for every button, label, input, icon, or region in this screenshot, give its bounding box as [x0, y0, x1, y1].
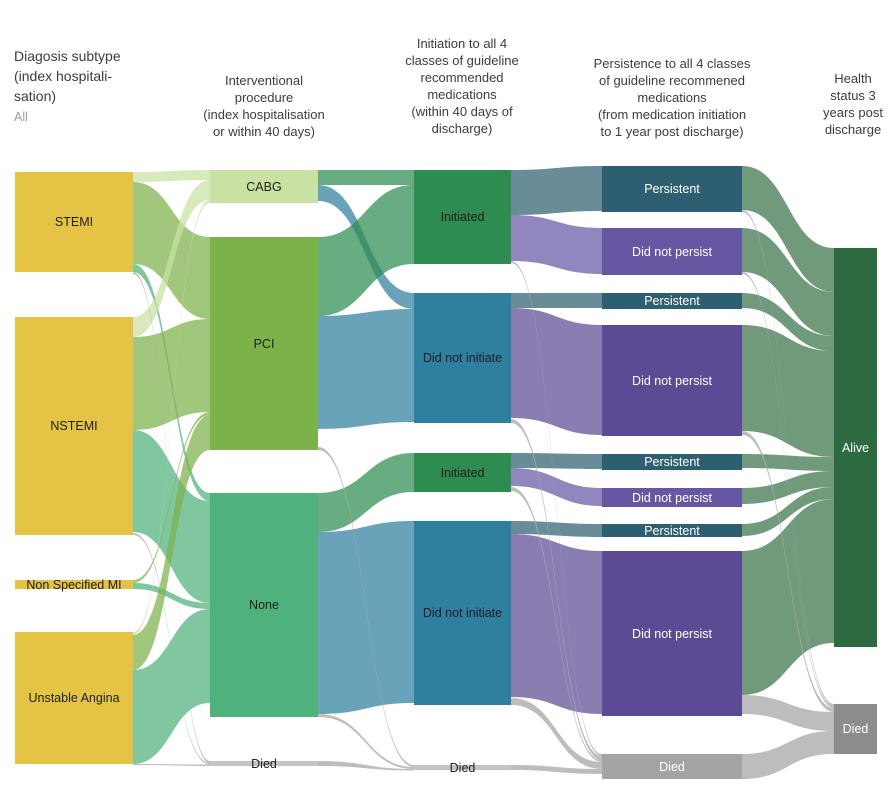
- node-label: Unstable Angina: [28, 691, 120, 705]
- node-c3-did-not-persist[interactable]: Did not persist: [602, 325, 742, 436]
- column-header-initiation: Initiation to all 4 classes of guideline…: [405, 36, 519, 136]
- node-label: Non Specified MI: [26, 577, 122, 592]
- flow-didnotinitiate1-didnotpersist[interactable]: [511, 308, 602, 435]
- flow-initiated1-persistent[interactable]: [511, 166, 602, 215]
- node-label: Did not persist: [632, 626, 712, 641]
- node-c4-died[interactable]: Died: [834, 704, 877, 754]
- node-c2-initiated[interactable]: Initiated: [414, 453, 511, 492]
- flow-unstable-died[interactable]: [133, 764, 210, 766]
- node-c0-non-specified-mi[interactable]: Non Specified MI: [15, 577, 133, 592]
- node-label: Initiated: [440, 465, 485, 480]
- node-c1-cabg[interactable]: CABG: [210, 170, 318, 203]
- flow-didnotinitiate2-persistent[interactable]: [511, 521, 602, 537]
- node-c0-stemi[interactable]: STEMI: [15, 172, 133, 272]
- node-c2-initiated[interactable]: Initiated: [414, 170, 511, 264]
- node-c3-persistent[interactable]: Persistent: [602, 293, 742, 309]
- flow-pci-died[interactable]: [318, 447, 414, 767]
- flow-didnotpersist3-alive[interactable]: [742, 471, 834, 504]
- flow-nstemi-died[interactable]: [133, 533, 210, 765]
- node-c3-persistent[interactable]: Persistent: [602, 523, 742, 538]
- node-c2-did-not-initiate[interactable]: Did not initiate: [414, 293, 511, 423]
- flow-died4-died5[interactable]: [742, 731, 834, 779]
- node-label: Persistent: [644, 182, 700, 196]
- node-label: Died: [659, 759, 685, 774]
- column-header-health-status: Health status 3 years post discharge: [823, 71, 883, 137]
- flow-persistent1-alive[interactable]: [742, 166, 834, 292]
- flow-unstable-none[interactable]: [133, 609, 210, 764]
- node-c3-did-not-persist[interactable]: Did not persist: [602, 551, 742, 716]
- node-c0-nstemi[interactable]: NSTEMI: [15, 317, 133, 535]
- flow-didnotpersist1-died[interactable]: [742, 272, 834, 708]
- node-label: STEMI: [54, 215, 94, 229]
- node-label: Persistent: [644, 294, 700, 308]
- flow-didnotinitiate1-died[interactable]: [511, 419, 602, 760]
- node-label: PCI: [253, 336, 275, 351]
- flow-nstemi-cabg[interactable]: [133, 180, 210, 337]
- flow-initiated2-persistent[interactable]: [511, 453, 602, 469]
- flow-unstable-pci[interactable]: [133, 415, 210, 670]
- node-c2-died[interactable]: Died: [414, 761, 511, 775]
- node-label: Did not initiate: [422, 606, 503, 620]
- node-c1-pci[interactable]: PCI: [210, 237, 318, 450]
- node-c3-did-not-persist[interactable]: Did not persist: [602, 488, 742, 507]
- flow-stemi-cabg[interactable]: [133, 170, 210, 182]
- node-label: Initiated: [440, 210, 485, 224]
- node-label: Did not persist: [632, 490, 712, 505]
- flow-persistent1-died[interactable]: [742, 210, 834, 706]
- flow-persistent3-alive[interactable]: [742, 454, 834, 471]
- node-label: Persistent: [644, 455, 700, 469]
- flow-didnotpersist2-died[interactable]: [742, 431, 834, 712]
- node-c3-persistent[interactable]: Persistent: [602, 454, 742, 470]
- flow-died-died[interactable]: [318, 761, 414, 771]
- flow-didnotpersist2-alive[interactable]: [742, 325, 834, 457]
- node-c4-alive[interactable]: Alive: [834, 248, 877, 647]
- flow-pci-initiated[interactable]: [318, 185, 414, 316]
- flow-initiated1-didnotpersist[interactable]: [511, 215, 602, 274]
- column-header-diagnosis-subtype: Diagosis subtype (index hospitali- satio…: [14, 48, 121, 104]
- flow-initiated2-didnotpersist[interactable]: [511, 468, 602, 506]
- node-c2-did-not-initiate[interactable]: Did not initiate: [414, 521, 511, 705]
- node-c3-persistent[interactable]: Persistent: [602, 166, 742, 212]
- flow-none-died[interactable]: [318, 714, 414, 769]
- node-c3-did-not-persist[interactable]: Did not persist: [602, 228, 742, 275]
- flow-nonspecified-pci[interactable]: [133, 412, 210, 583]
- filter-all-label[interactable]: All: [14, 110, 28, 124]
- flow-pci-didnotinitiate[interactable]: [318, 309, 414, 429]
- column-header-interventional-procedure: Interventional procedure (index hospital…: [203, 73, 325, 139]
- column-header-persistence: Persistence to all 4 classes of guidelin…: [593, 56, 751, 139]
- flow-cabg-initiated[interactable]: [318, 170, 414, 185]
- node-label: Persistent: [644, 523, 700, 538]
- flow-didnotinitiate1-persistent[interactable]: [511, 293, 602, 308]
- node-c0-unstable-angina[interactable]: Unstable Angina: [15, 632, 133, 764]
- flow-didnotpersist4-died[interactable]: [742, 695, 834, 731]
- flow-none-didnotinitiate[interactable]: [318, 521, 414, 714]
- flow-didnotpersist1-alive[interactable]: [742, 228, 834, 336]
- node-label: Did not persist: [632, 373, 712, 388]
- flow-persistent2-alive[interactable]: [742, 293, 834, 351]
- flow-initiated1-died[interactable]: [511, 261, 602, 756]
- node-label: Did not initiate: [422, 351, 503, 365]
- node-c3-died[interactable]: Died: [602, 754, 742, 779]
- flow-persistent4-alive[interactable]: [742, 487, 834, 536]
- node-label: CABG: [246, 179, 282, 194]
- node-label: Did not persist: [632, 244, 712, 259]
- node-label: None: [249, 598, 279, 612]
- node-label: Alive: [841, 440, 870, 455]
- flow-none-initiated[interactable]: [318, 453, 414, 532]
- flow-initiated2-died[interactable]: [511, 487, 602, 762]
- node-label: Died: [842, 722, 869, 736]
- flow-died-died[interactable]: [511, 765, 602, 774]
- flow-nstemi-pci[interactable]: [133, 319, 210, 430]
- flow-nonspecified-none[interactable]: [133, 583, 210, 609]
- flow-unstable-cabg[interactable]: [133, 200, 210, 635]
- node-c1-none[interactable]: None: [210, 493, 318, 717]
- flow-didnotpersist4-alive[interactable]: [742, 499, 834, 695]
- node-c1-died[interactable]: Died: [210, 757, 318, 771]
- flow-stemi-died[interactable]: [133, 272, 210, 763]
- node-label: Died: [449, 760, 476, 775]
- node-label: NSTEMI: [50, 419, 98, 433]
- node-label: Died: [251, 756, 277, 771]
- flow-didnotinitiate2-died[interactable]: [511, 698, 602, 769]
